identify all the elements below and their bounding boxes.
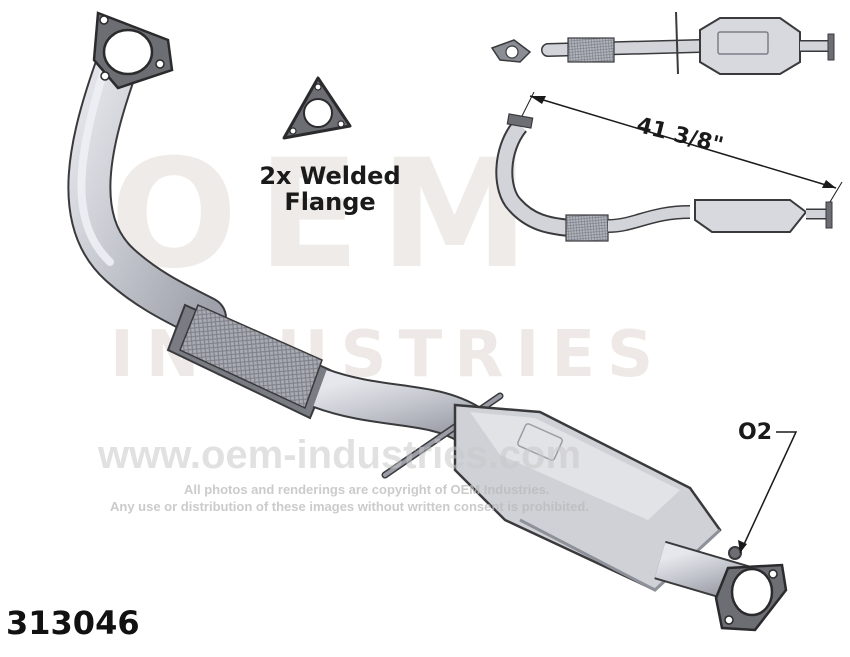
o2-leader-line bbox=[739, 431, 798, 554]
flange-note-line1: 2x Welded bbox=[259, 162, 401, 190]
inlet-flange bbox=[92, 11, 174, 90]
part-number: 313046 bbox=[6, 604, 140, 642]
flange-note: 2x Welded Flange bbox=[240, 163, 420, 215]
watermark-brand: OEM bbox=[110, 128, 550, 302]
catalytic-converter bbox=[453, 403, 722, 592]
flange-note-line2: Flange bbox=[284, 188, 376, 216]
watermark-copyright-2: Any use or distribution of these images … bbox=[110, 499, 589, 514]
top-view-thumbnail bbox=[495, 91, 843, 242]
watermark-url: www.oem-industries.com bbox=[98, 433, 582, 477]
o2-bung bbox=[728, 546, 742, 560]
outlet-flange bbox=[714, 563, 788, 632]
watermark-copyright-1: All photos and renderings are copyright … bbox=[184, 482, 550, 497]
o2-sensor-label: O2 bbox=[738, 420, 773, 445]
flange-gasket-icon bbox=[282, 76, 352, 140]
side-view-thumbnail bbox=[490, 11, 835, 75]
mid-pipe bbox=[312, 368, 482, 444]
dimension-line bbox=[529, 95, 837, 189]
main-pipe bbox=[67, 40, 227, 340]
flex-pipe bbox=[166, 303, 332, 420]
